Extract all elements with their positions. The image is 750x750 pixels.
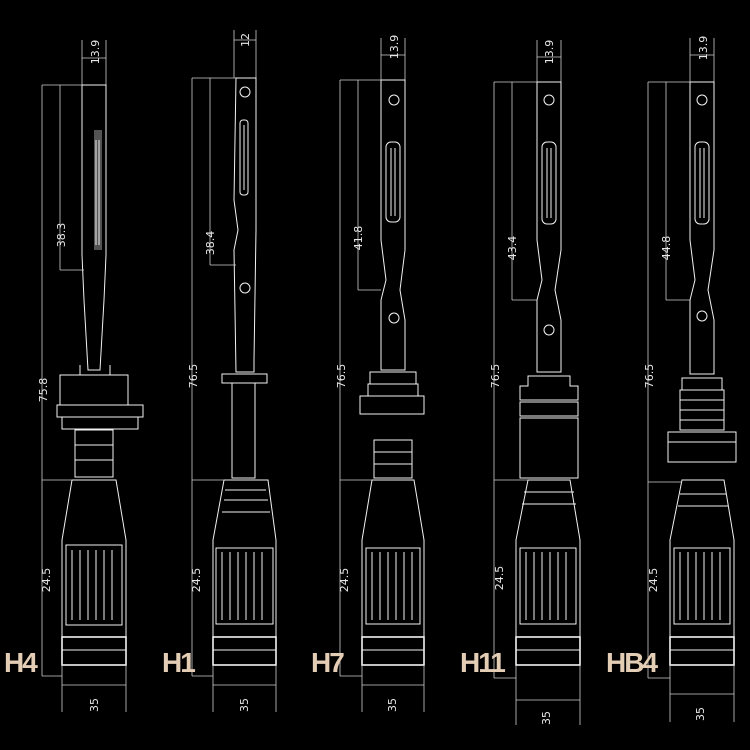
base-height-label: 24.5 (338, 568, 351, 593)
top-width-label: 13.9 (388, 35, 401, 60)
bulb-collar (519, 375, 579, 479)
bulb-base (669, 479, 735, 666)
upper-length-label: 43.4 (506, 236, 519, 261)
length-dimensions: 76.5 38.4 24.5 (187, 77, 236, 677)
bulb-h11: 13.9 (460, 40, 581, 725)
bulb-collar (359, 371, 425, 415)
bulb-tube (536, 81, 562, 373)
base-height-label: 24.5 (190, 568, 203, 593)
upper-length-label: 44.8 (660, 236, 673, 261)
bulb-h7: 13.9 (311, 35, 425, 712)
bulb-collar (667, 377, 737, 463)
bulb-base (361, 439, 425, 666)
overall-length-label: 76.5 (643, 364, 656, 389)
overall-length-label: 75.8 (37, 378, 50, 403)
top-width-dimension: 13.9 (81, 40, 107, 85)
top-width-label: 13.9 (89, 40, 102, 65)
top-width-label: 13.9 (697, 36, 710, 61)
length-dimensions: 75.8 38.3 24.5 (37, 84, 84, 677)
upper-length-label: 38.3 (55, 223, 68, 248)
top-width-label: 13.9 (543, 40, 556, 65)
base-height-label: 24.5 (493, 566, 506, 591)
length-dimensions: 76.5 44.8 24.5 (643, 81, 690, 679)
bulb-tube (81, 84, 107, 371)
overall-length-label: 76.5 (489, 364, 502, 389)
bulb-tube (233, 77, 257, 373)
base-width-dimension: 35 (669, 665, 735, 722)
upper-length-label: 41.8 (352, 226, 365, 251)
base-width-label: 35 (238, 698, 251, 712)
bulb-h1: 12 (162, 30, 277, 712)
length-dimensions: 76.5 43.4 24.5 (489, 81, 537, 679)
top-width-dimension: 12 (233, 30, 257, 78)
base-width-dimension: 35 (515, 665, 581, 725)
bulb-base (212, 479, 277, 666)
base-width-dimension: 35 (212, 665, 277, 712)
base-width-label: 35 (386, 698, 399, 712)
upper-length-label: 38.4 (204, 231, 217, 256)
top-width-dimension: 13.9 (536, 40, 562, 82)
top-width-dimension: 13.9 (380, 35, 406, 80)
base-width-dimension: 35 (61, 665, 127, 712)
model-label: H1 (162, 647, 195, 678)
bulb-tube (380, 79, 406, 371)
model-label: H11 (460, 647, 505, 678)
base-width-label: 35 (540, 711, 553, 725)
overall-length-label: 76.5 (335, 364, 348, 389)
model-label: HB4 (606, 647, 658, 678)
overall-length-label: 76.5 (187, 364, 200, 389)
model-label: H4 (4, 647, 38, 678)
bulb-base (61, 429, 127, 666)
bulb-collar (221, 373, 268, 479)
base-width-label: 35 (694, 707, 707, 721)
base-height-label: 24.5 (40, 568, 53, 593)
bulb-base (515, 479, 581, 666)
base-width-dimension: 35 (361, 665, 425, 712)
bulb-hb4: 13.9 (606, 36, 737, 722)
length-dimensions: 76.5 41.8 24.5 (335, 79, 381, 677)
base-height-label: 24.5 (647, 568, 660, 593)
top-width-label: 12 (239, 33, 252, 47)
bulb-collar (56, 365, 144, 430)
bulb-h4: 13.9 (4, 40, 144, 712)
base-width-label: 35 (88, 698, 101, 712)
model-label: H7 (311, 647, 344, 678)
bulb-tube (689, 81, 715, 375)
top-width-dimension: 13.9 (689, 36, 715, 82)
